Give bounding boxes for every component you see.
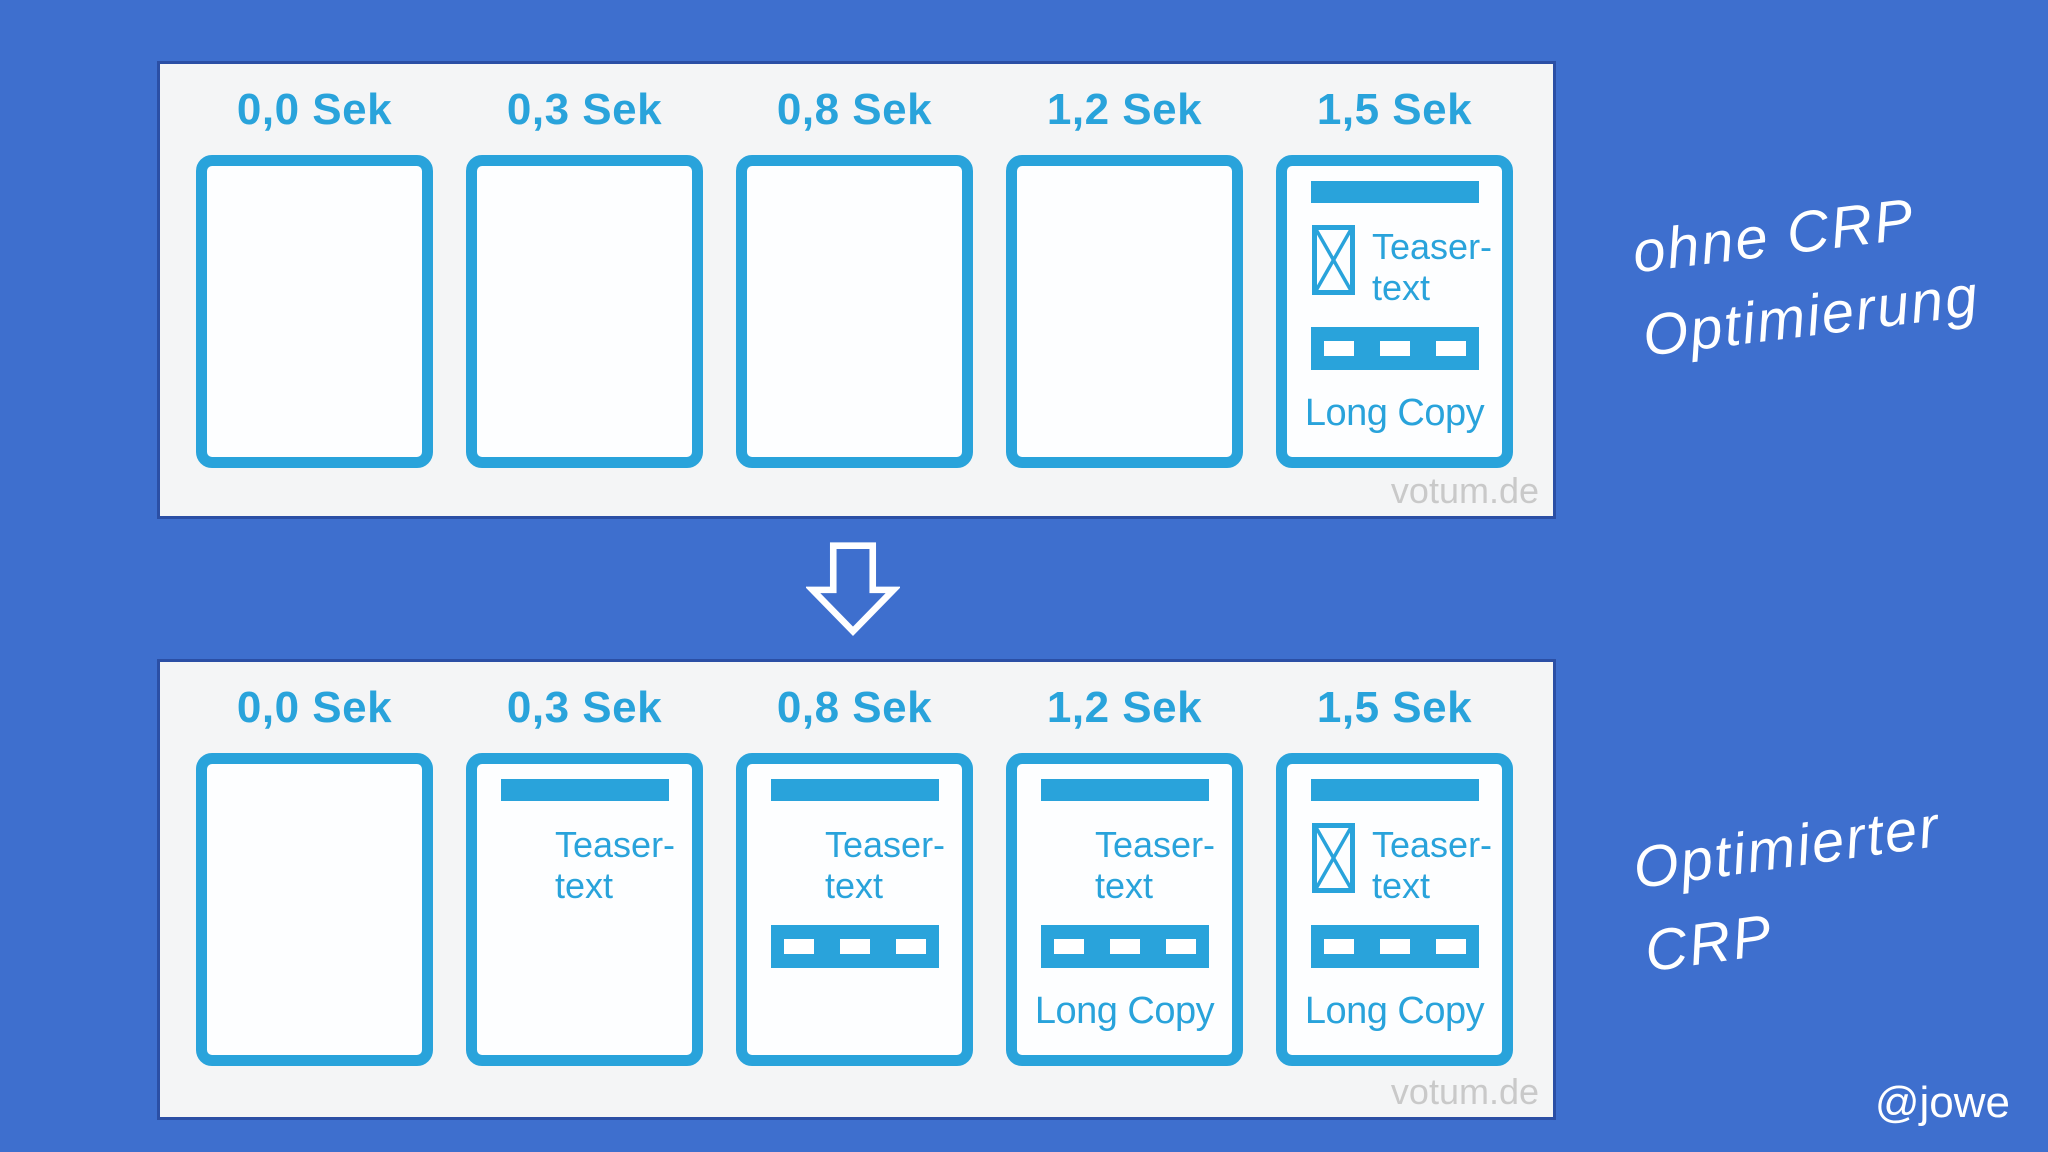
watermark: votum.de bbox=[1390, 1071, 1539, 1112]
long-copy-text: Long Copy bbox=[1034, 990, 1215, 1032]
teaser-text: Teaser- text bbox=[1372, 824, 1492, 906]
nav-item bbox=[1109, 939, 1140, 954]
nav-item bbox=[1435, 341, 1466, 356]
timeline-column: 0,8 Sek Teaser- text bbox=[736, 662, 973, 1066]
teaser-row: Teaser- text bbox=[477, 823, 692, 906]
teaser-line2: text bbox=[825, 865, 884, 906]
long-copy-text: Long Copy bbox=[1304, 392, 1485, 434]
timeline-panel-optimized-crp: 0,0 Sek 0,3 Sek Teaser- text 0,8 Sek bbox=[160, 662, 1553, 1117]
nav-bar bbox=[770, 925, 939, 968]
time-label: 0,0 Sek bbox=[236, 682, 393, 732]
timeline-column: 1,5 Sek Teaser- text bbox=[1276, 662, 1513, 1066]
timeline-column: 0,3 Sek bbox=[466, 64, 703, 468]
page-wireframe-no-image: Teaser- text Long Copy bbox=[1006, 753, 1243, 1066]
teaser-line2: text bbox=[555, 865, 614, 906]
page-wireframe-empty bbox=[736, 155, 973, 468]
teaser-line2: text bbox=[1095, 865, 1154, 906]
timeline-column: 1,2 Sek bbox=[1006, 64, 1243, 468]
down-arrow-icon bbox=[806, 542, 900, 636]
time-label: 1,5 Sek bbox=[1316, 682, 1473, 732]
time-label: 0,3 Sek bbox=[506, 84, 663, 134]
page-wireframe-header-teaser-nav: Teaser- text bbox=[736, 753, 973, 1066]
teaser-line1: Teaser- bbox=[1372, 226, 1493, 267]
page-wireframe-full: Teaser- text Long Copy bbox=[1276, 753, 1513, 1066]
nav-item bbox=[783, 939, 814, 954]
time-label: 0,3 Sek bbox=[506, 682, 663, 732]
timeline-column: 0,8 Sek bbox=[736, 64, 973, 468]
nav-item bbox=[1379, 341, 1410, 356]
teaser-line2: text bbox=[1372, 865, 1431, 906]
nav-bar bbox=[1310, 327, 1479, 370]
header-bar bbox=[500, 779, 669, 801]
header-bar bbox=[770, 779, 939, 801]
time-label: 1,5 Sek bbox=[1316, 84, 1473, 134]
nav-bar bbox=[1310, 925, 1479, 968]
nav-item bbox=[1323, 939, 1354, 954]
timeline-column: 0,0 Sek bbox=[196, 662, 433, 1066]
watermark: votum.de bbox=[1390, 470, 1539, 511]
teaser-text: Teaser- text bbox=[555, 824, 675, 906]
nav-item bbox=[1165, 939, 1196, 954]
annotation-optimized-crp: Optimierter CRP bbox=[1628, 785, 1957, 994]
timeline-column: 0,0 Sek bbox=[196, 64, 433, 468]
annotation-without-crp: ohne CRP Optimierung bbox=[1628, 171, 1984, 379]
image-placeholder-icon bbox=[1312, 225, 1355, 295]
teaser-row: Teaser- text bbox=[747, 823, 962, 906]
timeline-column: 1,5 Sek Teaser- text bbox=[1276, 64, 1513, 468]
teaser-line2: text bbox=[1372, 267, 1431, 308]
teaser-row: Teaser- text bbox=[1287, 225, 1502, 308]
nav-bar bbox=[1040, 925, 1209, 968]
teaser-text: Teaser- text bbox=[825, 824, 945, 906]
teaser-text: Teaser- text bbox=[1095, 824, 1215, 906]
page-wireframe-full: Teaser- text Long Copy bbox=[1276, 155, 1513, 468]
timeline-column: 1,2 Sek Teaser- text Long Copy bbox=[1006, 662, 1243, 1066]
teaser-line1: Teaser- bbox=[825, 824, 946, 865]
time-label: 1,2 Sek bbox=[1046, 84, 1203, 134]
time-label: 0,8 Sek bbox=[776, 682, 933, 732]
page-wireframe-empty bbox=[1006, 155, 1243, 468]
teaser-line1: Teaser- bbox=[1095, 824, 1216, 865]
header-bar bbox=[1310, 779, 1479, 801]
timeline-columns: 0,0 Sek 0,3 Sek 0,8 Sek 1,2 Sek 1,5 Sek bbox=[160, 64, 1553, 468]
teaser-row: Teaser- text bbox=[1017, 823, 1232, 906]
timeline-column: 0,3 Sek Teaser- text bbox=[466, 662, 703, 1066]
nav-item bbox=[1323, 341, 1354, 356]
long-copy-text: Long Copy bbox=[1304, 990, 1485, 1032]
nav-item bbox=[1053, 939, 1084, 954]
page-wireframe-empty bbox=[466, 155, 703, 468]
time-label: 1,2 Sek bbox=[1046, 682, 1203, 732]
timeline-columns: 0,0 Sek 0,3 Sek Teaser- text 0,8 Sek bbox=[160, 662, 1553, 1066]
page-wireframe-empty bbox=[196, 753, 433, 1066]
time-label: 0,0 Sek bbox=[236, 84, 393, 134]
nav-item bbox=[839, 939, 870, 954]
teaser-text: Teaser- text bbox=[1372, 226, 1492, 308]
page-wireframe-header-teaser: Teaser- text bbox=[466, 753, 703, 1066]
image-placeholder-icon bbox=[1312, 823, 1355, 893]
teaser-line1: Teaser- bbox=[555, 824, 676, 865]
nav-item bbox=[895, 939, 926, 954]
page-wireframe-empty bbox=[196, 155, 433, 468]
nav-item bbox=[1435, 939, 1466, 954]
nav-item bbox=[1379, 939, 1410, 954]
teaser-line1: Teaser- bbox=[1372, 824, 1493, 865]
header-bar bbox=[1040, 779, 1209, 801]
timeline-panel-without-crp: 0,0 Sek 0,3 Sek 0,8 Sek 1,2 Sek 1,5 Sek bbox=[160, 64, 1553, 516]
header-bar bbox=[1310, 181, 1479, 203]
credit-handle: @jowe bbox=[1874, 1078, 2010, 1127]
time-label: 0,8 Sek bbox=[776, 84, 933, 134]
teaser-row: Teaser- text bbox=[1287, 823, 1502, 906]
